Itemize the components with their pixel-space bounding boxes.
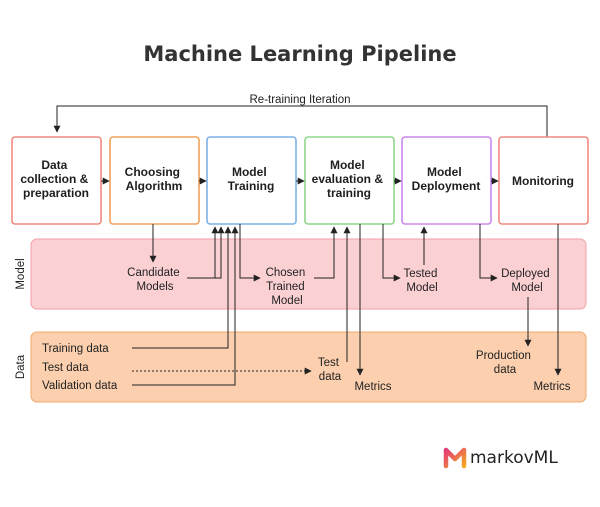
evaluation-to-tested-arrow <box>382 224 401 282</box>
production-data-label: Production data <box>476 350 534 376</box>
stage-label-choosing-algorithm: Choosing Algorithm <box>125 165 184 193</box>
model-lane <box>30 238 587 310</box>
diagram-title: Machine Learning Pipeline <box>143 42 456 66</box>
validation-data-arrow <box>132 226 239 386</box>
stage-label-data-collection: Data collection & preparation <box>20 158 91 200</box>
model-lane-label: Model <box>15 258 27 289</box>
stage-model-training: Model Training <box>206 136 297 225</box>
deployed-model-label: Deployed Model <box>501 268 553 294</box>
training-data-label: Training data <box>42 343 109 355</box>
chosen-to-evaluation-arrow <box>314 226 338 279</box>
retraining-loop-arrow <box>53 105 548 137</box>
test-data-label: Test data <box>42 362 89 374</box>
deployment-to-deployed-arrow <box>479 224 498 282</box>
chosen-trained-model-label: Chosen Trained Model <box>266 267 309 307</box>
monitoring-metrics-label: Metrics <box>533 381 570 393</box>
markovml-logo-icon <box>443 447 467 469</box>
training-data-arrow <box>132 226 232 349</box>
stage-model-evaluation: Model evaluation & training <box>304 136 395 225</box>
tested-model-label: Tested Model <box>403 268 440 294</box>
retraining-label: Re-training Iteration <box>250 94 351 106</box>
training-to-chosen-arrow <box>239 224 261 282</box>
stage-label-model-evaluation: Model evaluation & training <box>312 158 387 200</box>
model-lane-connectors <box>149 224 498 282</box>
test-data-artifact-label: Test data <box>318 357 342 383</box>
candidates-to-training-arrow-2 <box>187 226 225 279</box>
stage-choosing-algorithm: Choosing Algorithm <box>109 136 200 225</box>
data-lane-label: Data <box>15 354 27 379</box>
stage-box <box>498 136 589 225</box>
stage-label-monitoring: Monitoring <box>512 174 574 188</box>
validation-data-label: Validation data <box>42 380 118 392</box>
stage-model-deployment: Model Deployment <box>401 136 492 225</box>
stage-label-model-training: Model Training <box>228 165 275 193</box>
stage-monitoring: Monitoring <box>498 136 589 225</box>
logo-text: markovML <box>470 448 558 468</box>
markovml-logo: markovML <box>443 447 558 469</box>
candidate-models-label: Candidate Models <box>127 267 183 293</box>
evaluation-metrics-label: Metrics <box>354 381 391 393</box>
stage-label-model-deployment: Model Deployment <box>412 165 481 193</box>
stage-data-collection: Data collection & preparation <box>11 136 102 225</box>
data-lane-connectors <box>132 224 562 386</box>
